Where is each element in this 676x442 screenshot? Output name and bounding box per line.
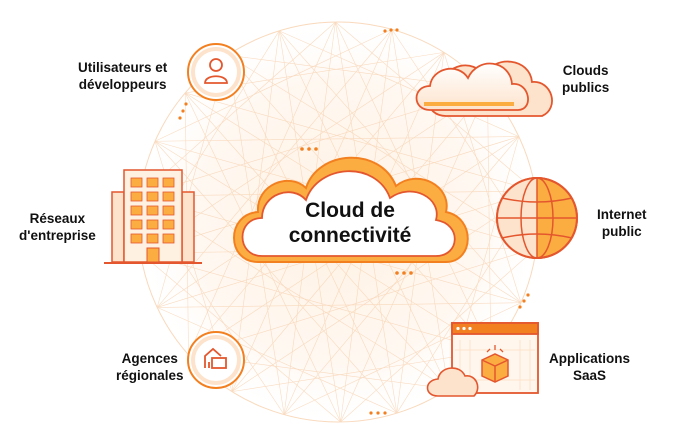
users-label-line1: Utilisateurs et (78, 60, 168, 75)
mesh-line (283, 136, 520, 415)
center-title-line2: connectivité (288, 224, 412, 247)
mesh-line (140, 252, 341, 423)
users-label: Utilisateurs et développeurs (78, 59, 167, 93)
mesh-line (156, 29, 393, 308)
mesh-line (279, 30, 519, 137)
cloud-icon (415, 62, 529, 111)
users-node (187, 43, 245, 101)
saas-apps-label-line2: SaaS (572, 368, 607, 383)
saas-apps-label: Applications SaaS (549, 350, 630, 384)
ring-dots (178, 28, 530, 415)
mesh-line (278, 30, 522, 303)
regional-offices-label-line2: régionales (116, 368, 184, 383)
building-window (162, 233, 175, 244)
building-window (162, 205, 175, 216)
building-window (130, 205, 143, 216)
building-window (146, 219, 159, 230)
saas-apps-label-line1: Applications (549, 351, 631, 366)
building-window (146, 205, 159, 216)
building-window (130, 219, 143, 230)
building-window (162, 177, 175, 188)
mesh-line (227, 54, 537, 249)
mesh-line (487, 89, 492, 352)
users-label-line2: développeurs (78, 77, 167, 92)
building-window (162, 191, 175, 202)
globe-icon (496, 177, 578, 259)
building-window (162, 219, 175, 230)
house-icon (204, 347, 227, 369)
mesh-line (185, 92, 536, 192)
mesh-line (140, 252, 491, 352)
mesh-line (188, 247, 537, 356)
enterprise-networks-label: Réseaux d'entreprise (19, 210, 96, 244)
mesh-line (283, 302, 522, 415)
building-window (146, 177, 159, 188)
enterprise-networks-label-line1: Réseaux (29, 211, 86, 226)
public-clouds-label: Clouds publics (562, 62, 609, 96)
center-title-line1: Cloud de (305, 199, 395, 222)
mesh-line (188, 21, 336, 356)
mesh-line (154, 29, 393, 142)
building-window (146, 233, 159, 244)
public-internet-label-line2: public (601, 224, 642, 239)
public-internet-label-line1: Internet (597, 207, 647, 222)
mesh-line (340, 247, 537, 423)
mesh-line (154, 141, 398, 414)
mesh-line (139, 21, 336, 197)
building-icon (104, 169, 202, 264)
app-window-icon (426, 322, 539, 397)
enterprise-networks-label-line2: d'entreprise (19, 228, 96, 243)
box-icon (481, 345, 509, 383)
building-window (130, 191, 143, 202)
mesh-line (231, 190, 536, 392)
center-title: Cloud de connectivité (270, 198, 430, 248)
mesh-line (155, 136, 519, 142)
public-clouds-label-line1: Clouds (562, 63, 609, 78)
building-window (130, 177, 143, 188)
building-window (130, 233, 143, 244)
regional-offices-label: Agences régionales (116, 350, 184, 384)
mesh-line (157, 307, 397, 414)
public-internet-label: Internet public (597, 206, 647, 240)
building-window (146, 191, 159, 202)
user-icon (204, 58, 228, 84)
mesh-line (231, 350, 491, 392)
regional-offices-node (187, 331, 245, 389)
public-clouds-label-line2: publics (562, 80, 610, 95)
public-clouds-node (415, 60, 553, 117)
small-cloud-icon (426, 367, 479, 397)
regional-offices-label-line1: Agences (121, 351, 178, 366)
center-cloud (233, 156, 469, 263)
mesh-line (157, 302, 521, 308)
